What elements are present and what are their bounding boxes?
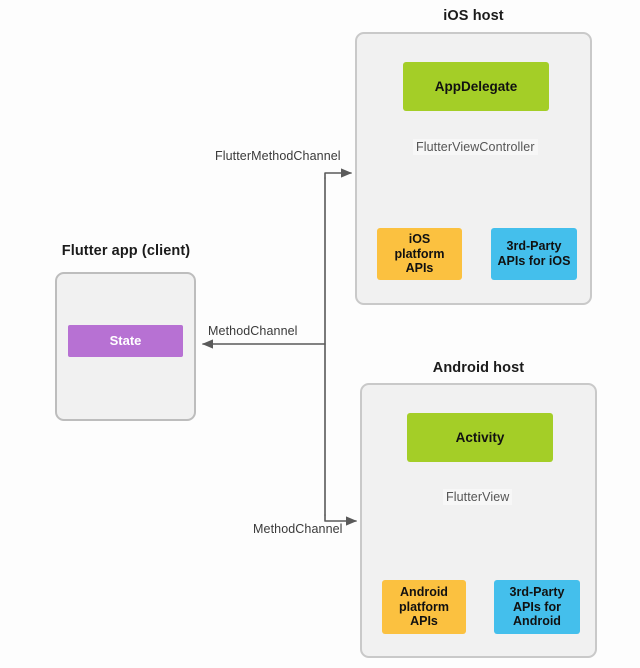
android-third-party-apis-node[interactable]: 3rd-Party APIs for Android xyxy=(494,580,580,634)
channel-trunk xyxy=(201,168,358,526)
android-platform-apis-node[interactable]: Android platform APIs xyxy=(382,580,466,634)
channel-label-method-channel-client: MethodChannel xyxy=(208,324,298,338)
ios-channel-link-label: FlutterViewController xyxy=(413,139,538,155)
ios-appdelegate-node[interactable]: AppDelegate xyxy=(403,62,549,111)
channel-label-flutter-method-channel: FlutterMethodChannel xyxy=(215,149,341,163)
flutter-state-node[interactable]: State xyxy=(68,325,183,357)
android-activity-node[interactable]: Activity xyxy=(407,413,553,462)
android-channel-link-label: FlutterView xyxy=(443,489,513,505)
android-host-title: Android host xyxy=(432,360,525,376)
ios-host-title: iOS host xyxy=(443,8,504,24)
ios-third-party-apis-node[interactable]: 3rd-Party APIs for iOS xyxy=(491,228,577,280)
flutter-client-title: Flutter app (client) xyxy=(61,243,191,259)
channel-label-method-channel-android: MethodChannel xyxy=(253,522,343,536)
ios-platform-apis-node[interactable]: iOS platform APIs xyxy=(377,228,462,280)
